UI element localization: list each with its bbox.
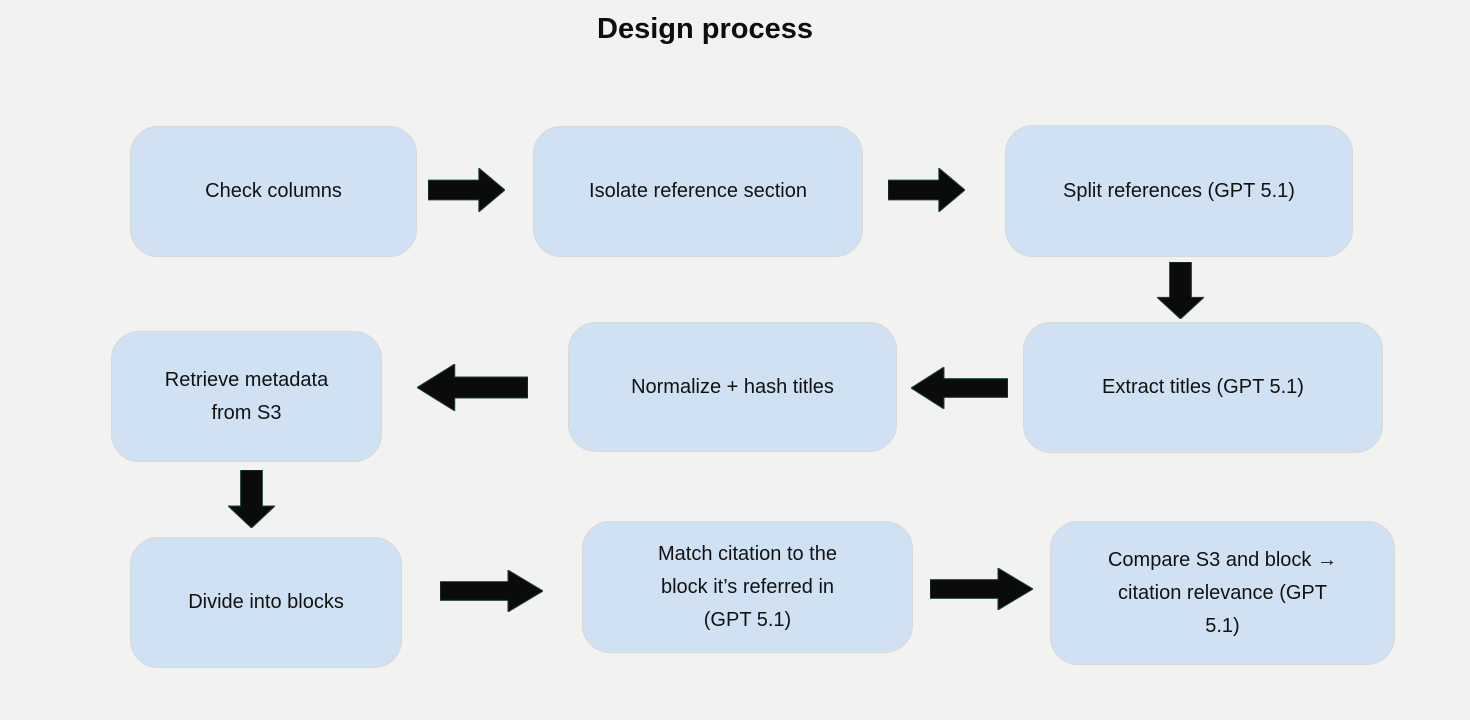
edge-split-references-to-extract-titles: [1157, 262, 1204, 319]
node-label: Extract titles (GPT 5.1): [1102, 376, 1304, 398]
left-arrow-icon: [911, 367, 1008, 409]
edge-extract-titles-to-normalize: [911, 367, 1008, 409]
node-match-citation-to-block: Match citation to the block it’s referre…: [582, 521, 913, 653]
right-arrow-icon: [930, 568, 1033, 610]
node-label: Compare S3 and block → citation relevanc…: [1107, 548, 1337, 637]
down-arrow-icon: [228, 470, 275, 528]
down-arrow-icon: [1157, 262, 1204, 319]
node-divide-into-blocks: Divide into blocks: [130, 537, 402, 668]
edge-check-columns-to-isolate: [428, 168, 505, 212]
edge-normalize-to-retrieve-metadata: [417, 364, 528, 411]
right-arrow-icon: [440, 570, 543, 612]
edge-match-citation-to-compare: [930, 568, 1033, 610]
left-arrow-icon: [417, 364, 528, 411]
diagram-title: Design process: [597, 13, 813, 45]
node-extract-titles: Extract titles (GPT 5.1): [1023, 322, 1383, 453]
node-label: Normalize + hash titles: [631, 375, 834, 398]
node-label: Divide into blocks: [188, 591, 344, 613]
edge-divide-blocks-to-match-citation: [440, 570, 543, 612]
node-isolate-reference-section: Isolate reference section: [533, 126, 863, 257]
node-label: Retrieve metadata from S3: [164, 368, 329, 424]
edge-retrieve-metadata-to-divide-blocks: [228, 470, 275, 528]
right-arrow-icon: [428, 168, 505, 212]
edge-isolate-to-split-references: [888, 168, 965, 212]
node-compare-s3-and-block: Compare S3 and block → citation relevanc…: [1050, 521, 1395, 665]
node-retrieve-metadata-s3: Retrieve metadata from S3: [111, 331, 382, 462]
node-check-columns: Check columns: [130, 126, 417, 257]
node-label: Check columns: [205, 180, 342, 202]
right-arrow-icon: [888, 168, 965, 212]
node-split-references: Split references (GPT 5.1): [1005, 125, 1353, 257]
node-label: Split references (GPT 5.1): [1063, 179, 1295, 202]
node-label: Isolate reference section: [589, 180, 807, 202]
node-normalize-hash-titles: Normalize + hash titles: [568, 322, 897, 452]
node-label: Match citation to the block it’s referre…: [658, 542, 837, 631]
